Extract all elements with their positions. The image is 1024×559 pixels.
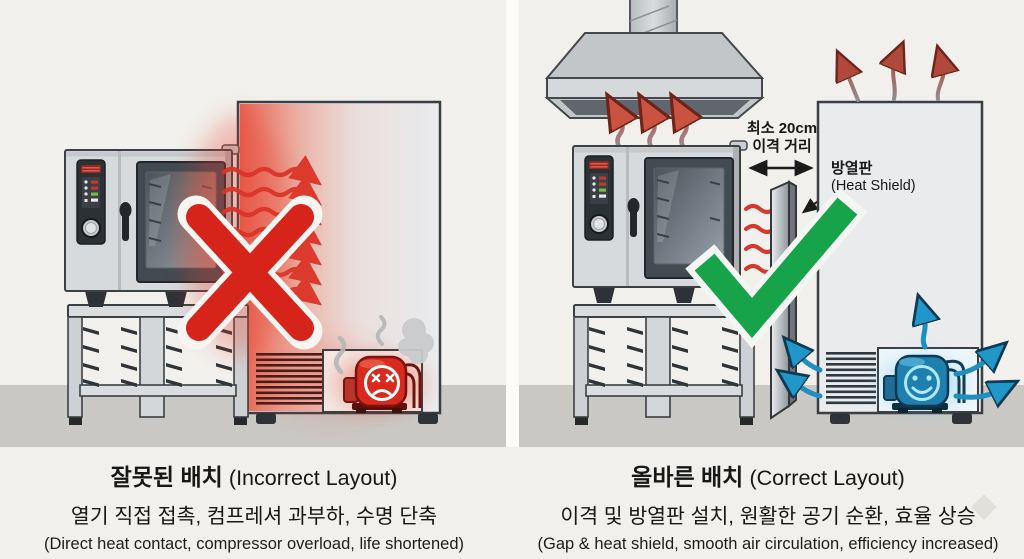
incorrect-title-en: (Incorrect Layout) bbox=[228, 466, 398, 490]
fridge-vent-grille bbox=[826, 352, 876, 405]
correct-subtitle-ko: 이격 및 방열판 설치, 원활한 공기 순환, 효율 상승 bbox=[560, 505, 976, 528]
heat-shield-label: 방열판 (Heat Shield) bbox=[831, 160, 941, 196]
incorrect-title: 잘못된 배치 (Incorrect Layout) bbox=[4, 458, 504, 492]
incorrect-scene bbox=[64, 100, 442, 428]
correct-check-icon bbox=[685, 187, 868, 349]
gap-label-line2: 이격 거리 bbox=[752, 138, 812, 156]
correct-title-ko: 올바른 배치 bbox=[631, 464, 744, 490]
fridge-vent-grille bbox=[256, 353, 322, 405]
gap-label-line1: 최소 20cm bbox=[746, 120, 818, 137]
correct-subtitle-en: (Gap & heat shield, smooth air circulati… bbox=[537, 535, 999, 553]
shield-label-en: (Heat Shield) bbox=[831, 178, 916, 195]
sad-compressor-icon bbox=[343, 355, 422, 413]
shield-label-ko: 방열판 bbox=[831, 160, 873, 177]
correct-title-en: (Correct Layout) bbox=[749, 466, 905, 490]
warm-air-arrows-icon bbox=[846, 62, 944, 102]
gap-distance-label: 최소 20cm 이격 거리 bbox=[736, 120, 828, 157]
steam-arrows-icon bbox=[618, 118, 687, 151]
correct-title: 올바른 배치 (Correct Layout) bbox=[518, 458, 1018, 492]
correct-caption: 올바른 배치 (Correct Layout) 이격 및 방열판 설치, 원활한… bbox=[518, 458, 1018, 554]
correct-scene bbox=[544, 0, 998, 425]
smoke-icon bbox=[334, 315, 434, 375]
panel-divider bbox=[506, 0, 519, 447]
incorrect-subtitle-ko: 열기 직접 접촉, 컴프레셔 과부하, 수명 단축 bbox=[70, 505, 438, 528]
exhaust-hood bbox=[544, 0, 765, 119]
incorrect-caption: 잘못된 배치 (Incorrect Layout) 열기 직접 접촉, 컴프레셔… bbox=[4, 458, 504, 554]
airflow-arrows-icon bbox=[795, 316, 998, 397]
incorrect-title-ko: 잘못된 배치 bbox=[110, 464, 223, 490]
heat-squiggles-icon bbox=[744, 204, 776, 274]
incorrect-subtitle-en: (Direct heat contact, compressor overloa… bbox=[43, 535, 465, 553]
incorrect-x-icon bbox=[177, 195, 323, 350]
